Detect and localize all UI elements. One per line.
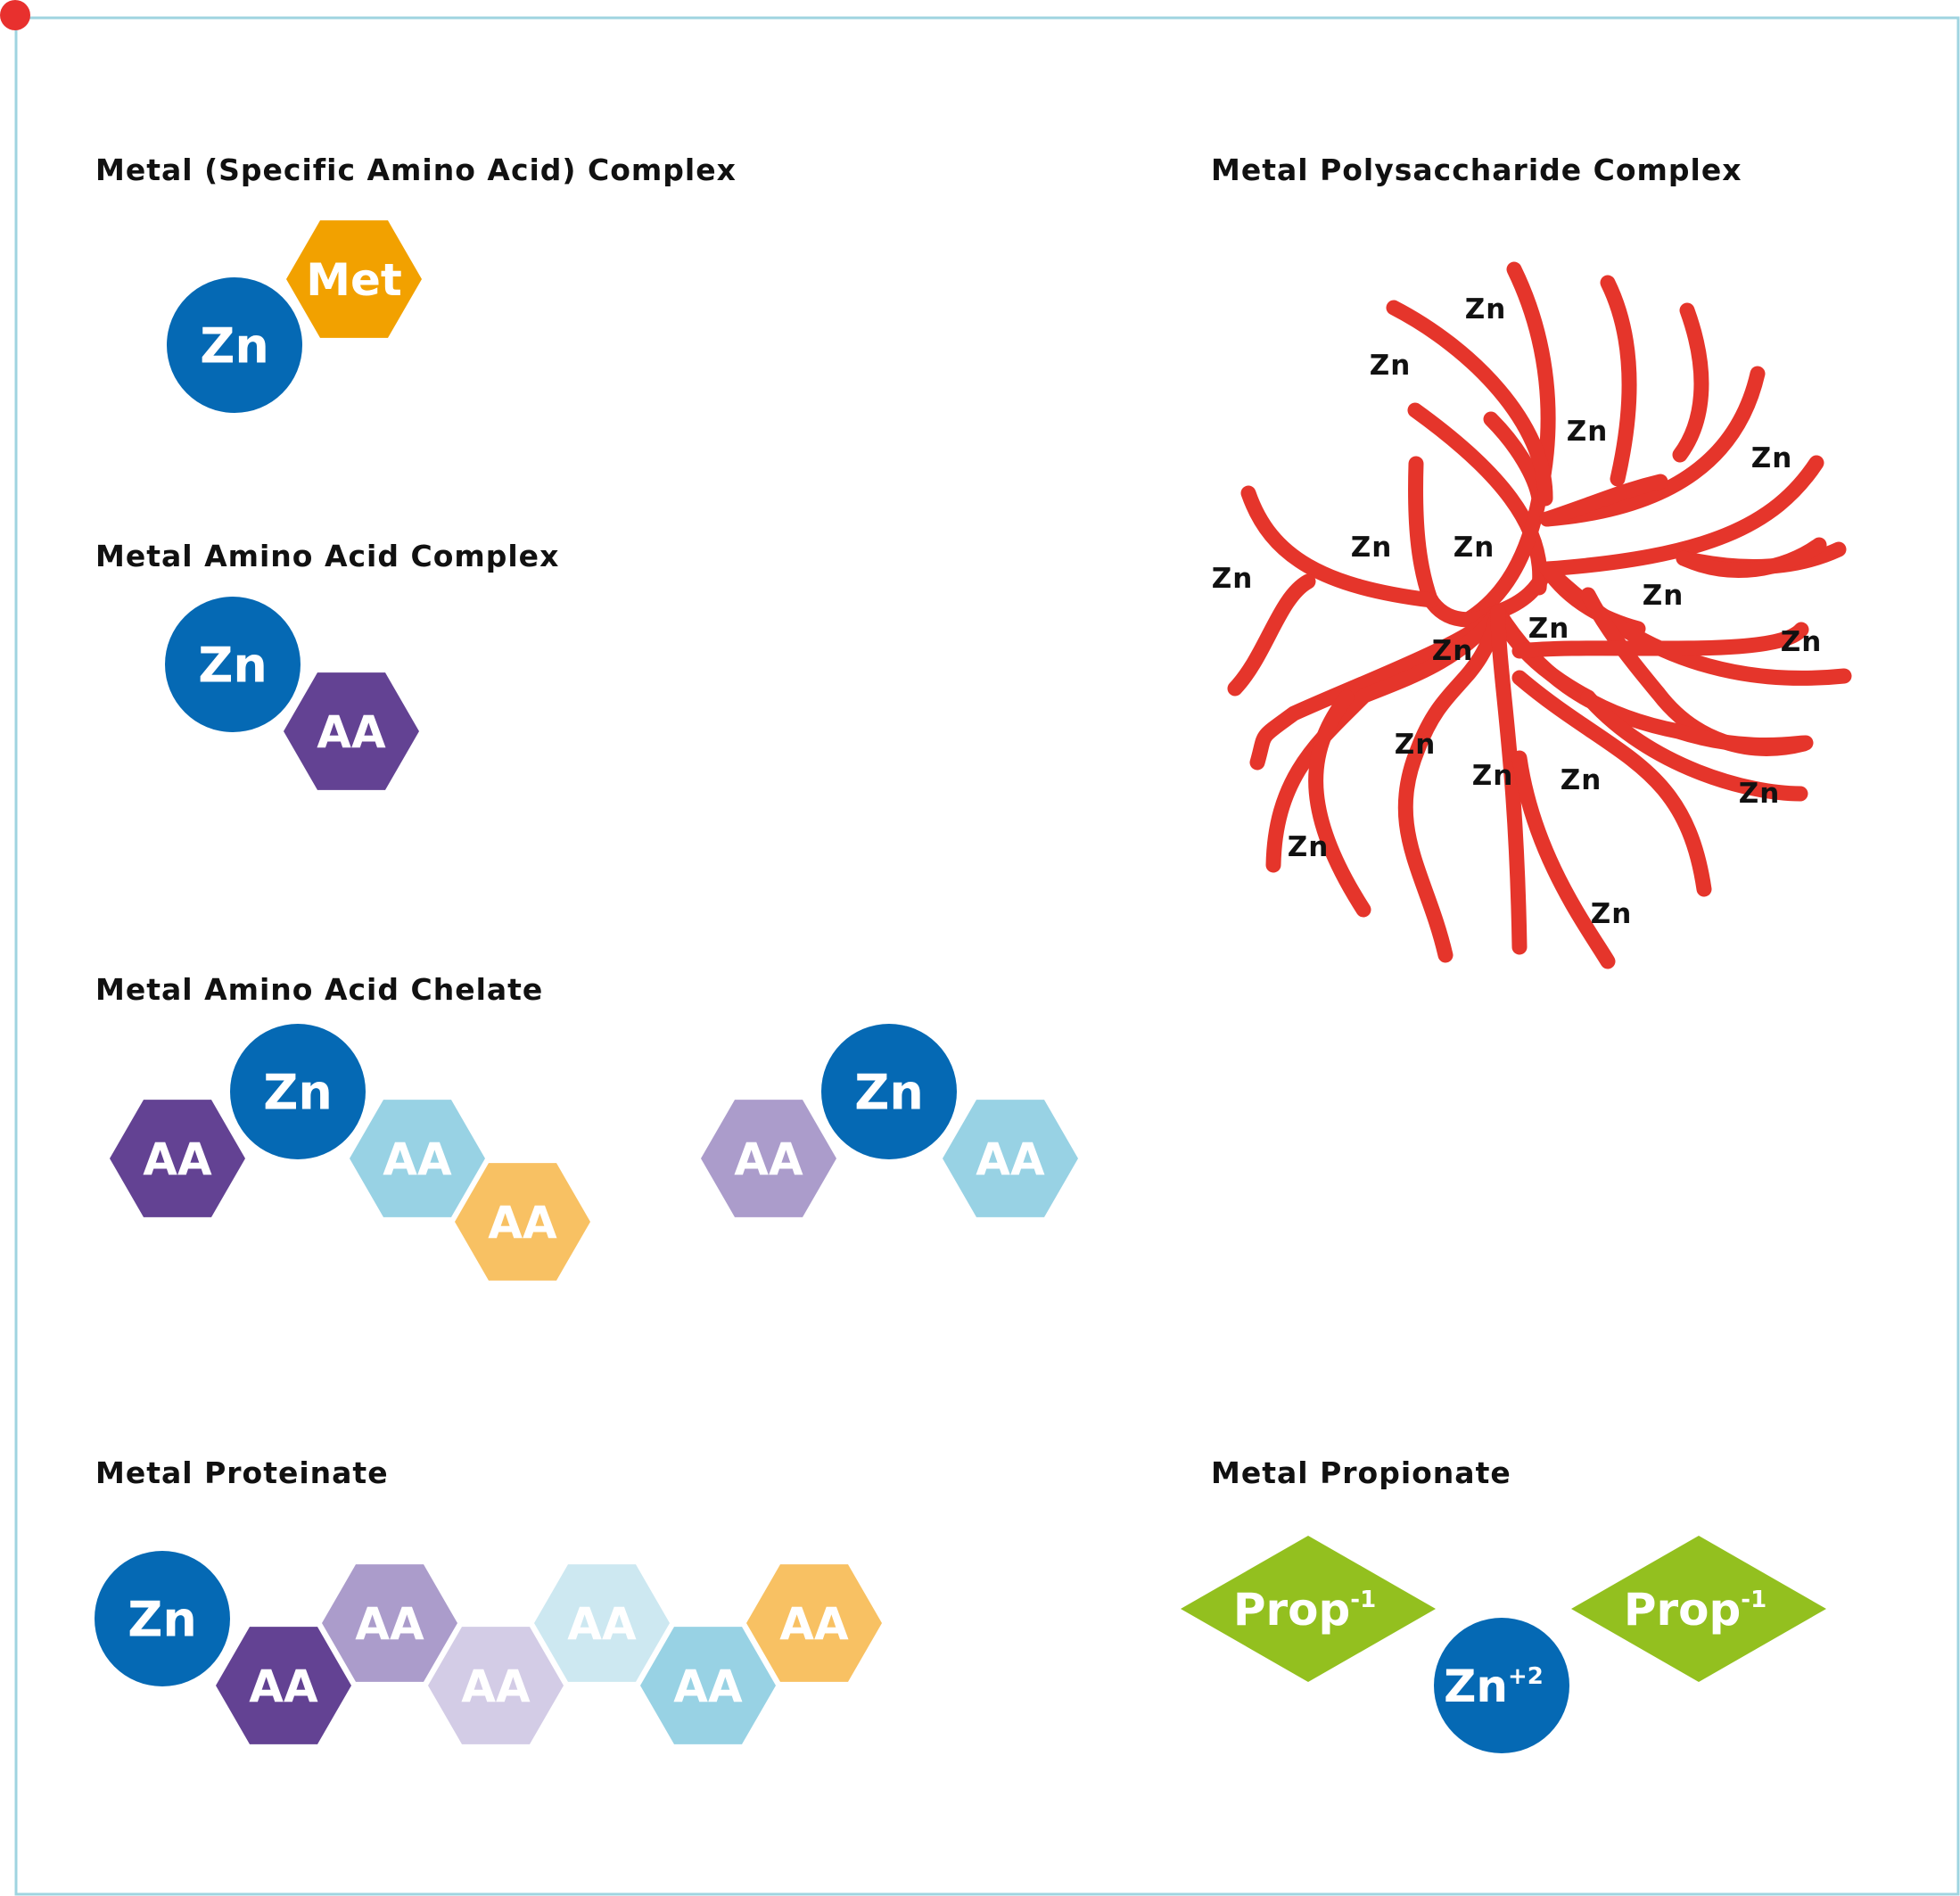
branch-27 <box>1511 670 1712 897</box>
aa-chelate-b1-hexagon <box>701 1100 836 1217</box>
branch-1 <box>1407 402 1548 596</box>
met-ligand-label: Met <box>306 254 402 306</box>
branch-23 <box>1397 604 1506 963</box>
zinc-branch-label-8: Zn <box>1643 580 1684 612</box>
aa-chelate-a1-hexagon <box>110 1100 245 1217</box>
zinc-specific-circle <box>167 277 302 413</box>
branch-26 <box>1308 689 1371 918</box>
branch-13 <box>1539 455 1824 577</box>
zinc-specific-label: Zn <box>200 317 269 374</box>
aa-chelate-a1-label: AA <box>143 1133 212 1185</box>
aa-proteinate-6-label: AA <box>779 1598 849 1650</box>
branch-16 <box>1676 537 1827 578</box>
aa-proteinate-1-label: AA <box>249 1661 318 1712</box>
aa-chelate-b2-label: AA <box>976 1133 1045 1185</box>
zinc-chelate-a-label: Zn <box>263 1064 333 1120</box>
zinc-branch-label-1: Zn <box>1465 293 1507 326</box>
branch-9 <box>1600 275 1637 487</box>
zinc-proteinate-label: Zn <box>128 1591 197 1647</box>
aa-proteinate-2-label: AA <box>355 1598 424 1650</box>
aa-amino-complex-label: AA <box>317 706 386 758</box>
zinc-branch-label-3: Zn <box>1567 416 1609 448</box>
branch-6 <box>1240 485 1439 608</box>
zinc-branch-label-5: Zn <box>1351 532 1393 564</box>
prop-left-label: Prop-1 <box>1233 1584 1376 1636</box>
zinc-proteinate-circle <box>95 1551 230 1686</box>
branch-7 <box>1227 573 1316 697</box>
zinc-chelate-b-circle <box>821 1024 957 1159</box>
aa-chelate-b2-hexagon <box>943 1100 1078 1217</box>
aa-amino-complex-hexagon <box>284 672 419 790</box>
aa-proteinate-3-label: AA <box>461 1661 531 1712</box>
zinc-chelate-a-circle <box>230 1024 366 1159</box>
prop-left-diamond <box>1181 1536 1436 1682</box>
aa-proteinate-5-hexagon <box>640 1627 776 1744</box>
branch-10 <box>1672 302 1709 463</box>
aa-chelate-a2-hexagon <box>350 1100 485 1217</box>
zinc-propionate-label: Zn+2 <box>1444 1661 1544 1712</box>
zinc-branch-label-11: Zn <box>1432 635 1474 667</box>
branch-4 <box>1386 300 1553 507</box>
zinc-branch-label-16: Zn <box>1288 831 1330 863</box>
met-ligand-hexagon <box>286 220 422 338</box>
branch-24 <box>1490 604 1528 955</box>
aa-proteinate-3-hexagon <box>428 1627 564 1744</box>
zinc-branch-label-7: Zn <box>1212 563 1254 595</box>
zinc-chelate-b-label: Zn <box>854 1064 924 1120</box>
aa-chelate-a3-label: AA <box>488 1197 557 1249</box>
zinc-branch-label-2: Zn <box>1370 350 1412 382</box>
aa-chelate-a2-label: AA <box>383 1133 452 1185</box>
prop-right-label: Prop-1 <box>1624 1584 1766 1636</box>
title-propionate: Metal Propionate <box>1211 1455 1511 1490</box>
aa-proteinate-1-hexagon <box>216 1627 351 1744</box>
polysaccharide-branches <box>1227 261 1852 969</box>
title-specific-amino-acid-complex: Metal (Specific Amino Acid) Complex <box>95 153 737 187</box>
title-polysaccharide-complex: Metal Polysaccharide Complex <box>1211 153 1742 187</box>
zinc-branch-label-17: Zn <box>1591 898 1633 930</box>
aa-proteinate-6-hexagon <box>746 1564 882 1682</box>
aa-proteinate-5-label: AA <box>673 1661 743 1712</box>
aa-chelate-b1-label: AA <box>734 1133 803 1185</box>
zinc-branch-label-14: Zn <box>1561 764 1602 796</box>
branch-29 <box>1511 622 1809 659</box>
aa-proteinate-2-hexagon <box>322 1564 457 1682</box>
branch-25 <box>1511 750 1616 969</box>
red-dot-icon <box>0 0 30 30</box>
aa-chelate-a3-hexagon <box>455 1163 590 1281</box>
aa-proteinate-4-hexagon <box>534 1564 670 1682</box>
zinc-branch-label-10: Zn <box>1781 626 1823 658</box>
branch-12 <box>1539 474 1668 527</box>
zinc-branch-label-13: Zn <box>1472 760 1514 792</box>
title-proteinate: Metal Proteinate <box>95 1455 389 1490</box>
title-amino-acid-chelate: Metal Amino Acid Chelate <box>95 972 543 1007</box>
zinc-propionate-circle <box>1434 1618 1569 1753</box>
prop-right-diamond <box>1571 1536 1826 1682</box>
branch-11 <box>1539 366 1766 527</box>
branch-22 <box>1265 604 1506 873</box>
zinc-branch-label-4: Zn <box>1751 442 1793 474</box>
branch-3 <box>1483 411 1547 507</box>
zinc-branch-label-15: Zn <box>1739 778 1781 810</box>
zinc-amino-complex-label: Zn <box>198 637 268 693</box>
zinc-branch-label-9: Zn <box>1528 613 1570 645</box>
title-amino-acid-complex: Metal Amino Acid Complex <box>95 539 559 573</box>
aa-proteinate-4-label: AA <box>567 1598 637 1650</box>
zinc-branch-label-6: Zn <box>1454 532 1495 564</box>
zinc-branch-label-12: Zn <box>1395 729 1437 761</box>
outer-frame <box>14 16 1960 1896</box>
branch-28 <box>1580 689 1808 802</box>
zinc-amino-complex-circle <box>165 597 301 732</box>
